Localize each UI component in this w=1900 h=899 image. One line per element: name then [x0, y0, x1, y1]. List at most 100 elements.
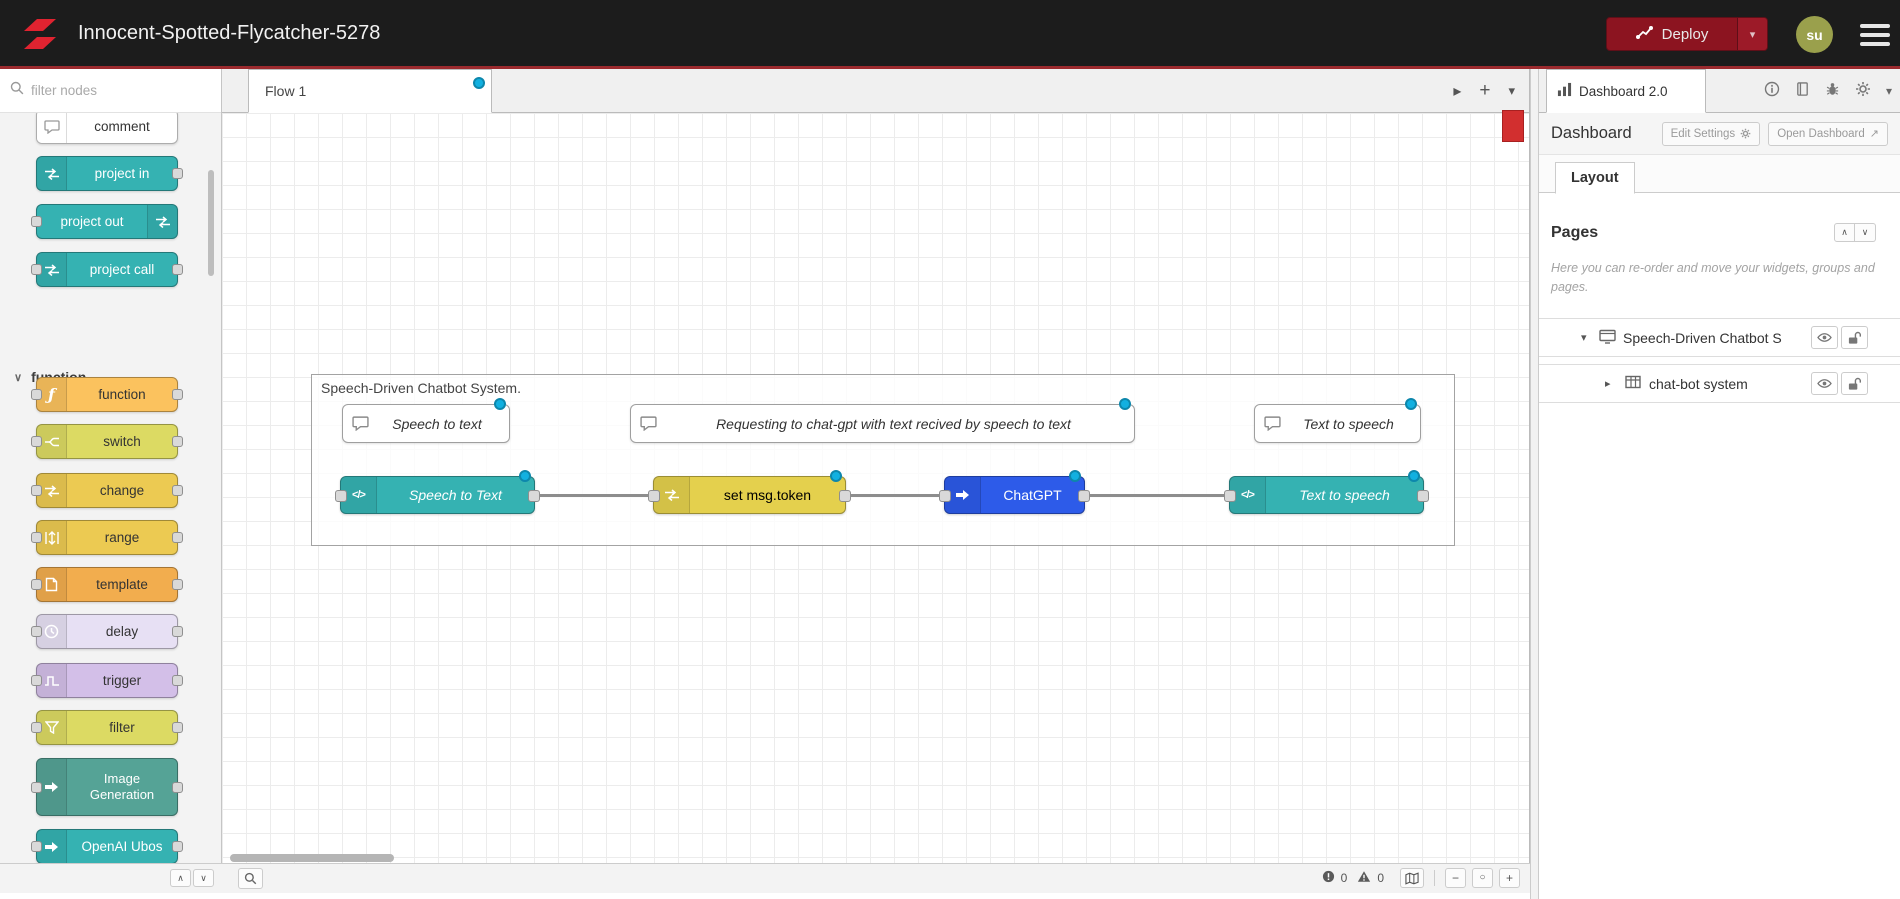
output-port[interactable]: [839, 490, 851, 502]
comment-node-request[interactable]: Requesting to chat-gpt with text recived…: [630, 398, 1135, 443]
brand-logo-icon: [20, 14, 60, 54]
delay-clock-icon: [37, 615, 67, 648]
flow-group-speech-chatbot[interactable]: Speech-Driven Chatbot System.: [311, 374, 1455, 546]
debug-bug-icon[interactable]: [1825, 81, 1840, 102]
deploy-button[interactable]: Deploy ▾: [1606, 17, 1768, 51]
tab-layout[interactable]: Layout: [1555, 162, 1635, 194]
warning-count: 0: [1377, 871, 1384, 885]
canvas-scrollbar-vertical[interactable]: [1502, 110, 1524, 142]
navigator-map-button[interactable]: [1400, 868, 1424, 888]
palette-node-comment[interactable]: comment: [36, 109, 178, 144]
palette-node-filter[interactable]: filter: [31, 710, 183, 745]
palette-node-image-generation[interactable]: Image Generation: [31, 758, 183, 816]
settings-gear-icon[interactable]: [1855, 81, 1871, 102]
wire[interactable]: [1085, 494, 1229, 497]
flow-list-button[interactable]: ▾: [1508, 83, 1515, 98]
palette-node-project-in[interactable]: project in: [36, 156, 183, 191]
deploy-options-button[interactable]: ▾: [1737, 18, 1767, 50]
code-icon: </>: [341, 477, 377, 513]
input-port: [31, 216, 42, 227]
move-down-button[interactable]: ∨: [1855, 223, 1876, 242]
error-count-icon: [1322, 870, 1335, 886]
deploy-label: Deploy: [1661, 25, 1709, 43]
toggle-visibility-button[interactable]: [1811, 372, 1838, 395]
switch-icon: [37, 425, 67, 458]
input-port: [31, 485, 42, 496]
comment-bubble-icon: [631, 416, 665, 431]
move-up-button[interactable]: ∧: [1834, 223, 1855, 242]
add-flow-button[interactable]: +: [1479, 80, 1491, 101]
open-dashboard-button[interactable]: Open Dashboard ↗: [1768, 121, 1888, 146]
dashboard-panel-header: Dashboard Edit Settings Open Dashboard ↗: [1539, 113, 1900, 155]
tab-scroll-right-button[interactable]: ▸: [1453, 83, 1462, 100]
modified-indicator: [1069, 470, 1081, 482]
comment-node-speech-to-text[interactable]: Speech to text: [342, 398, 510, 443]
range-icon: [37, 521, 67, 554]
flow-node-speech-to-text[interactable]: </> Speech to Text: [335, 470, 540, 514]
caret-right-icon[interactable]: ▸: [1605, 378, 1611, 390]
output-port: [172, 389, 183, 400]
output-port[interactable]: [1417, 490, 1429, 502]
zoom-in-button[interactable]: +: [1499, 868, 1520, 888]
input-port[interactable]: [335, 490, 347, 502]
palette-node-template[interactable]: template: [31, 567, 183, 602]
input-port: [31, 264, 42, 275]
comment-bubble-icon: [37, 110, 67, 143]
palette-node-change[interactable]: change: [31, 473, 183, 508]
output-port: [172, 579, 183, 590]
palette-scroll-up-button[interactable]: ∧: [170, 869, 191, 887]
warning-count-icon: [1357, 870, 1371, 886]
filter-nodes-input[interactable]: [31, 83, 191, 98]
wire[interactable]: [535, 494, 653, 497]
pages-reorder-buttons: ∧ ∨: [1834, 223, 1876, 242]
input-port: [31, 579, 42, 590]
tree-row-page[interactable]: ▾ Speech-Driven Chatbot S: [1539, 318, 1900, 357]
help-book-icon[interactable]: [1795, 81, 1810, 102]
sidebar-splitter[interactable]: [1530, 69, 1539, 899]
toggle-visibility-button[interactable]: [1811, 326, 1838, 349]
palette-scrollbar[interactable]: [208, 170, 214, 276]
flow-node-text-to-speech[interactable]: </> Text to speech: [1224, 470, 1429, 514]
flow-canvas[interactable]: Speech-Driven Chatbot System. Speech to …: [222, 113, 1529, 863]
edit-settings-button[interactable]: Edit Settings: [1661, 121, 1761, 146]
palette-node-trigger[interactable]: trigger: [31, 663, 183, 698]
zoom-reset-button[interactable]: ○: [1472, 868, 1493, 888]
palette-node-switch[interactable]: switch: [31, 424, 183, 459]
palette-scroll-down-button[interactable]: ∨: [193, 869, 214, 887]
comment-node-text-to-speech[interactable]: Text to speech: [1254, 398, 1421, 443]
canvas-scrollbar-horizontal[interactable]: [230, 854, 394, 862]
external-link-icon: ↗: [1869, 128, 1879, 140]
input-port[interactable]: [939, 490, 951, 502]
workspace-footer: ∧ ∨ 0 0 − ○ +: [0, 863, 1530, 893]
palette-node-function[interactable]: ƒ function: [31, 377, 183, 412]
flow-node-chatgpt[interactable]: ChatGPT: [939, 470, 1090, 514]
palette-node-delay[interactable]: delay: [31, 614, 183, 649]
main-menu-button[interactable]: [1860, 24, 1890, 46]
workspace: Flow 1 ▸ + ▾ Speech-Driven Chatbot Syste…: [222, 69, 1530, 863]
header: Innocent-Spotted-Flycatcher-5278 Deploy …: [0, 0, 1900, 69]
flow-tab[interactable]: Flow 1: [248, 69, 492, 113]
user-avatar[interactable]: su: [1796, 16, 1833, 53]
tree-row-group[interactable]: ▸ chat-bot system: [1539, 364, 1900, 403]
unlock-icon: [1848, 331, 1861, 344]
input-port[interactable]: [1224, 490, 1236, 502]
palette-node-project-out[interactable]: project out: [31, 204, 178, 239]
zoom-out-button[interactable]: −: [1445, 868, 1466, 888]
output-port[interactable]: [1078, 490, 1090, 502]
input-port[interactable]: [648, 490, 660, 502]
output-port[interactable]: [528, 490, 540, 502]
palette-node-project-call[interactable]: project call: [31, 252, 183, 287]
sidebar-menu-caret[interactable]: ▾: [1885, 84, 1892, 98]
toggle-lock-button[interactable]: [1841, 326, 1868, 349]
tab-dashboard-2[interactable]: Dashboard 2.0: [1546, 69, 1706, 113]
node-palette: comment project in project out project c…: [0, 69, 222, 863]
caret-down-icon[interactable]: ▾: [1581, 332, 1587, 344]
palette-node-range[interactable]: range: [31, 520, 183, 555]
toggle-lock-button[interactable]: [1841, 372, 1868, 395]
info-tab-button[interactable]: [1764, 81, 1780, 102]
pages-section-title: Pages: [1551, 224, 1599, 241]
flow-node-set-msg-token[interactable]: set msg.token: [648, 470, 851, 514]
wire[interactable]: [846, 494, 944, 497]
search-flows-button[interactable]: [238, 868, 263, 889]
palette-node-openai-ubos[interactable]: OpenAI Ubos: [31, 829, 183, 863]
